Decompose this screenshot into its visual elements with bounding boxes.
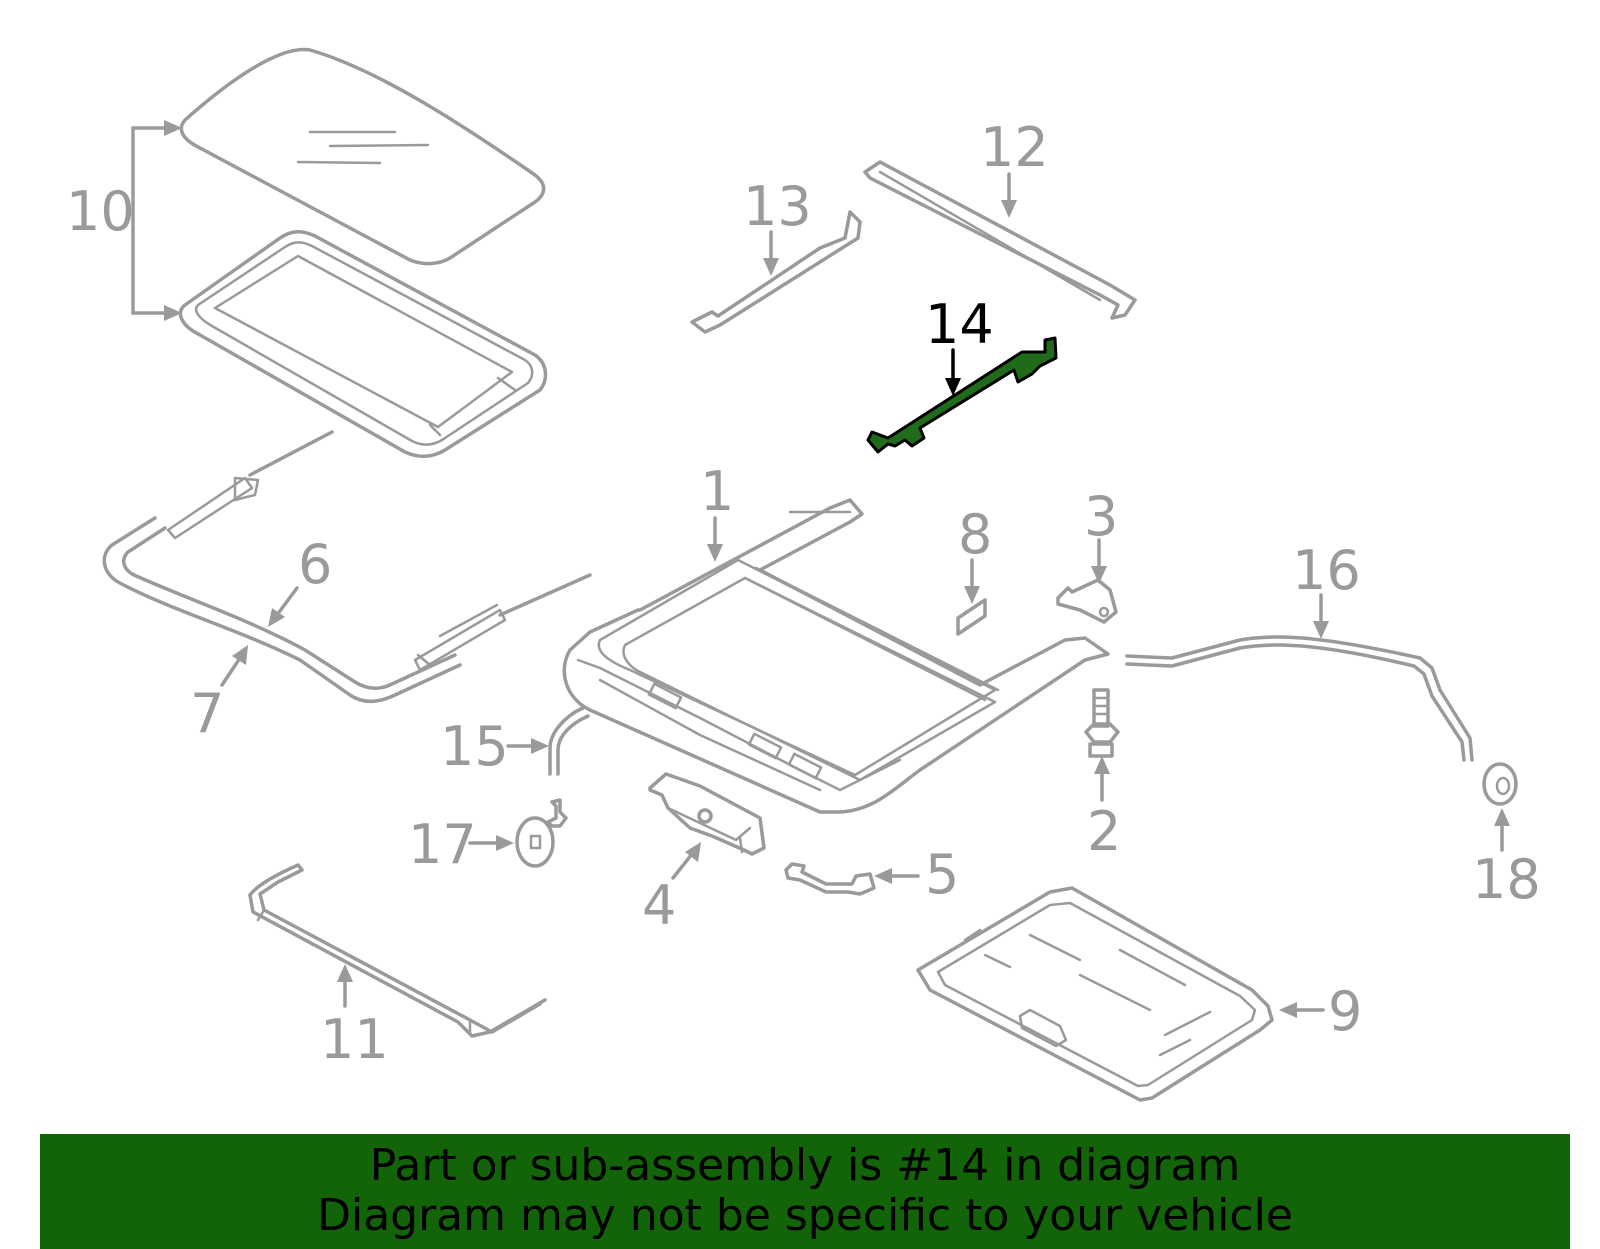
callout-5-leader (874, 868, 920, 884)
callout-13-leader (763, 230, 779, 276)
callout-6: 6 (298, 533, 332, 596)
callout-8-leader (964, 558, 980, 604)
callout-14-leader (945, 348, 961, 396)
callout-18: 18 (1472, 848, 1541, 911)
callout-11: 11 (320, 1008, 389, 1071)
callout-11-leader (337, 964, 353, 1008)
callout-9: 9 (1328, 980, 1362, 1043)
info-banner: Part or sub-assembly is #14 in diagram D… (40, 1134, 1570, 1249)
part-14-highlighted[interactable] (866, 336, 1058, 454)
callout-10: 10 (66, 180, 135, 243)
part-4-motor[interactable] (648, 772, 766, 856)
callout-15-leader (506, 738, 549, 754)
callout-3: 3 (1084, 485, 1118, 548)
callout-4-leader (671, 842, 701, 880)
part-18-grommet[interactable] (1482, 762, 1518, 806)
part-10-glass-frame[interactable] (178, 230, 548, 458)
part-1-frame[interactable] (562, 498, 1110, 814)
callout-10-bracket (131, 120, 182, 321)
part-7-drain-track[interactable] (413, 573, 592, 672)
part-5-harness[interactable] (784, 862, 876, 896)
callout-13: 13 (743, 175, 812, 238)
part-17-clip[interactable] (515, 798, 568, 868)
callout-5: 5 (925, 843, 959, 906)
part-8-label[interactable] (956, 598, 987, 636)
callout-7-leader (220, 645, 248, 687)
callout-16: 16 (1292, 539, 1361, 602)
part-15-elbow[interactable] (548, 706, 590, 776)
part-16-drain-hose[interactable] (1125, 635, 1474, 762)
callout-12: 12 (980, 116, 1049, 179)
banner-line-2: Diagram may not be specific to your vehi… (317, 1190, 1293, 1241)
callout-12-leader (1001, 172, 1017, 218)
callout-9-leader (1279, 1002, 1325, 1018)
part-2-bolt[interactable] (1084, 688, 1120, 758)
part-11-deflector[interactable] (248, 863, 547, 1038)
callout-1: 1 (700, 460, 734, 523)
callout-17-leader (468, 835, 514, 851)
part-3-bracket[interactable] (1056, 578, 1118, 624)
callout-18-leader (1494, 808, 1510, 852)
part-10-glass-panel[interactable] (179, 47, 546, 266)
callout-14: 14 (925, 293, 994, 356)
callout-15: 15 (440, 715, 509, 778)
callout-7: 7 (190, 682, 224, 745)
part-9-sunshade[interactable] (916, 886, 1274, 1102)
part-13-rail[interactable] (690, 210, 862, 334)
callout-2-leader (1094, 756, 1110, 802)
callout-4: 4 (642, 874, 676, 937)
part-12-rail[interactable] (863, 160, 1137, 320)
callout-2: 2 (1087, 800, 1121, 863)
part-6-seal[interactable] (102, 430, 462, 704)
callout-16-leader (1313, 593, 1329, 639)
callout-6-leader (268, 586, 299, 627)
callout-8: 8 (958, 503, 992, 566)
banner-line-1: Part or sub-assembly is #14 in diagram (369, 1140, 1241, 1191)
callout-1-leader (707, 516, 723, 562)
callout-17: 17 (408, 813, 477, 876)
callout-3-leader (1091, 538, 1107, 584)
